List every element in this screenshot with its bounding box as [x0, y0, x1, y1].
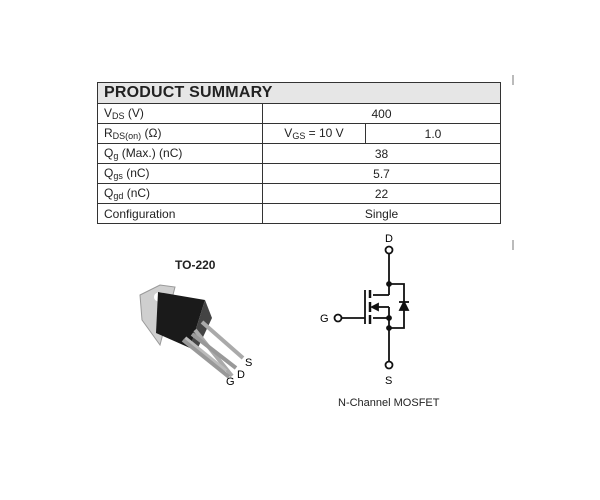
drain-label: D — [385, 233, 393, 245]
condition-sub: GS — [292, 131, 306, 141]
page-edge-mark — [512, 240, 514, 250]
schematic-caption: N-Channel MOSFET — [338, 397, 440, 409]
table-row: RDS(on) (Ω) VGS = 10 V 1.0 — [97, 123, 501, 144]
param-unit: (nC) — [123, 186, 151, 200]
package-label: TO-220 — [175, 258, 216, 272]
param: Q — [104, 186, 114, 200]
param-unit: (Max.) (nC) — [118, 146, 183, 160]
pin-label-d: D — [237, 369, 245, 381]
param-unit: (Ω) — [141, 126, 162, 140]
gate-label: G — [320, 313, 329, 325]
page-edge-mark — [512, 75, 514, 85]
param: Q — [104, 146, 114, 160]
pin-label-s: S — [245, 357, 252, 369]
mosfet-symbol — [333, 245, 410, 370]
param-unit: (nC) — [122, 166, 150, 180]
param-sub: DS(on) — [112, 131, 142, 141]
param-unit: (V) — [124, 106, 144, 120]
condition-value: = 10 V — [305, 126, 344, 140]
param: Configuration — [97, 203, 263, 224]
table-title: PRODUCT SUMMARY — [97, 82, 501, 104]
param: V — [104, 106, 113, 120]
param-sub: gd — [113, 191, 124, 201]
condition: V — [284, 126, 293, 140]
value: Single — [262, 203, 501, 224]
table-row: Qgs (nC) 5.7 — [97, 163, 501, 184]
param-sub: gs — [113, 171, 123, 181]
param-sub: DS — [112, 111, 125, 121]
table-row: Configuration Single — [97, 203, 501, 224]
to220-package-image — [139, 284, 245, 379]
param: R — [104, 126, 113, 140]
param-sub: g — [113, 151, 119, 161]
product-summary-table: PRODUCT SUMMARY VDS (V) 400 RDS(on) (Ω) … — [97, 82, 501, 224]
value: 1.0 — [365, 123, 501, 144]
source-label: S — [385, 375, 392, 387]
pin-label-g: G — [226, 376, 235, 388]
param: Q — [104, 166, 114, 180]
table-row: Qgd (nC) 22 — [97, 183, 501, 204]
